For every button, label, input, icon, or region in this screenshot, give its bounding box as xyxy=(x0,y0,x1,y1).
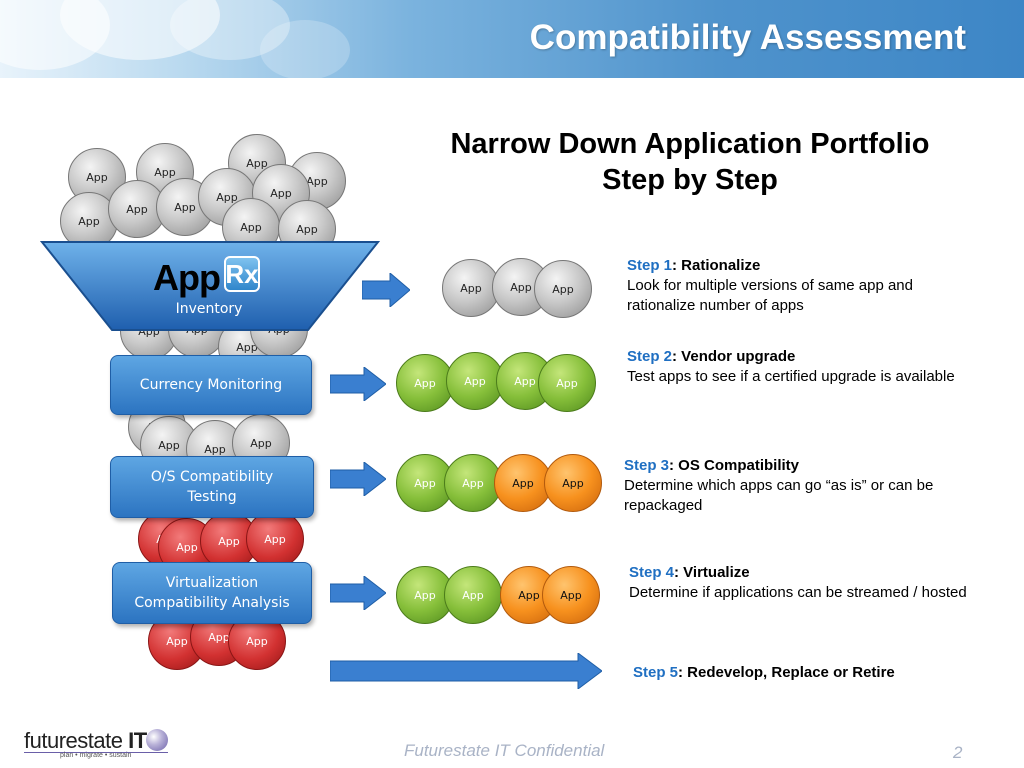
stage-virtualization-analysis[interactable]: Virtualization Compatibility Analysis xyxy=(112,562,312,624)
step-5: Step 5: Redevelop, Replace or Retire xyxy=(633,663,978,683)
page-title: Compatibility Assessment xyxy=(529,18,966,57)
inventory-funnel xyxy=(40,240,380,332)
stage-label-line-1: O/S Compatibility xyxy=(150,469,274,485)
step-title: : Redevelop, Replace or Retire xyxy=(678,664,895,681)
brand-logo: futurestate IT xyxy=(24,728,147,754)
step-description: Look for multiple versions of same app a… xyxy=(627,277,913,314)
brand-tagline: plan • migrate • sustain xyxy=(60,752,132,759)
app-bubble: App xyxy=(534,260,592,318)
subtitle-line-2: Step by Step xyxy=(602,164,778,196)
stage-currency-monitoring[interactable]: Currency Monitoring xyxy=(110,355,312,415)
step-number: Step 1 xyxy=(627,257,673,274)
page-number: 2 xyxy=(953,743,963,762)
brand-divider xyxy=(24,752,168,753)
step-2: Step 2: Vendor upgrade Test apps to see … xyxy=(627,347,972,387)
step-1: Step 1: Rationalize Look for multiple ve… xyxy=(627,256,972,316)
header-banner: Compatibility Assessment xyxy=(0,0,1024,78)
step-title: : Rationalize xyxy=(672,257,761,274)
brand-logo-icon xyxy=(146,729,168,751)
step-title: : OS Compatibility xyxy=(669,457,800,474)
arrow-right-icon xyxy=(362,273,410,307)
app-logo-text: App xyxy=(153,257,221,298)
step-description: Determine which apps can go “as is” or c… xyxy=(624,477,934,514)
app-bubble: App xyxy=(494,454,552,512)
stage-label-line-2: Compatibility Analysis xyxy=(134,595,290,611)
stage-label: Currency Monitoring xyxy=(139,377,283,393)
step-number: Step 4 xyxy=(629,564,675,581)
arrow-right-icon xyxy=(330,367,386,401)
app-bubble: App xyxy=(444,566,502,624)
confidential-label: Futurestate IT Confidential xyxy=(404,741,605,760)
app-bubble: App xyxy=(544,454,602,512)
arrow-long-right-icon xyxy=(330,653,602,689)
step-description: Test apps to see if a certified upgrade … xyxy=(627,368,955,385)
step-number: Step 2 xyxy=(627,348,673,365)
stage-label-line-2: Testing xyxy=(187,489,237,505)
stage-label-line-1: Virtualization xyxy=(165,575,259,591)
step-title: : Vendor upgrade xyxy=(672,348,796,365)
step-3: Step 3: OS Compatibility Determine which… xyxy=(624,456,969,516)
brand-name-bold: IT xyxy=(128,728,147,753)
slide-subtitle: Narrow Down Application Portfolio Step b… xyxy=(400,126,980,198)
step-description: Determine if applications can be streame… xyxy=(629,584,967,601)
app-bubble: App xyxy=(444,454,502,512)
stage-os-compatibility[interactable]: O/S Compatibility Testing xyxy=(110,456,314,518)
rx-badge-icon: Rx xyxy=(224,256,260,292)
arrow-right-icon xyxy=(330,462,386,496)
step-number: Step 5 xyxy=(633,664,679,681)
funnel-label: Inventory xyxy=(175,301,243,317)
subtitle-line-1: Narrow Down Application Portfolio xyxy=(450,128,930,160)
arrow-right-icon xyxy=(330,576,386,610)
step-title: : Virtualize xyxy=(674,564,750,581)
step-number: Step 3 xyxy=(624,457,670,474)
app-bubble: App xyxy=(442,259,500,317)
brand-name: futurestate xyxy=(24,728,129,753)
funnel-shape xyxy=(40,241,380,331)
step-4: Step 4: Virtualize Determine if applicat… xyxy=(629,563,974,603)
app-bubble: App xyxy=(246,510,304,568)
app-bubble: App xyxy=(542,566,600,624)
app-bubble: App xyxy=(538,354,596,412)
